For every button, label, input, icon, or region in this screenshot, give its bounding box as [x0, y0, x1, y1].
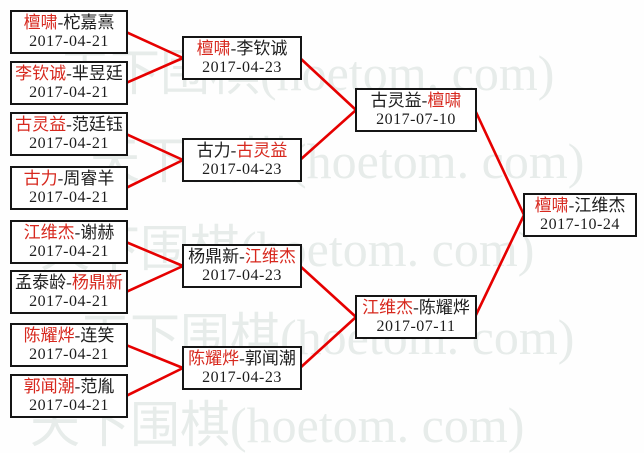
match-box-r2-4: 陈耀烨-郭闻潮 2017-04-23: [182, 346, 302, 390]
player-separator: -: [230, 141, 237, 160]
player-separator: -: [74, 326, 81, 345]
match-date: 2017-04-21: [29, 135, 109, 152]
player-separator: -: [239, 247, 245, 266]
player-name: 檀啸: [427, 91, 462, 110]
player-name: 孟泰龄: [15, 273, 67, 292]
player-name: 江维杰: [23, 223, 75, 242]
match-date: 2017-04-21: [29, 397, 109, 414]
match-players: 江维杰-陈耀烨: [362, 298, 470, 317]
player-name: 檀啸: [196, 39, 231, 58]
match-players: 檀啸-李钦诚: [197, 39, 288, 58]
match-box-r1-6: 孟泰龄-杨鼎新 2017-04-21: [10, 270, 128, 314]
match-box-sf-1: 古灵益-檀啸 2017-07-10: [355, 88, 477, 132]
match-players: 古力-古灵益: [197, 141, 288, 160]
match-box-r1-1: 檀啸-柁嘉熹 2017-04-21: [10, 10, 128, 54]
player-name: 杨鼎新: [188, 247, 240, 266]
match-box-r2-2: 古力-古灵益 2017-04-23: [182, 138, 302, 182]
player-name: 周睿羊: [63, 169, 115, 188]
player-name: 郭闻潮: [244, 349, 296, 368]
player-name: 陈耀烨: [418, 298, 470, 317]
match-box-r1-5: 江维杰-谢赫 2017-04-21: [10, 220, 128, 264]
match-box-final: 檀啸-江维杰 2017-10-24: [523, 193, 637, 237]
player-name: 檀啸: [23, 13, 58, 32]
match-players: 檀啸-柁嘉熹: [24, 13, 115, 32]
player-separator: -: [74, 223, 81, 242]
player-separator: -: [421, 91, 428, 110]
match-box-r1-8: 郭闻潮-范胤 2017-04-21: [10, 374, 128, 418]
match-box-r1-2: 李钦诚-芈昱廷 2017-04-21: [10, 61, 128, 105]
player-name: 古灵益: [236, 141, 288, 160]
player-separator: -: [66, 115, 72, 134]
match-players: 郭闻潮-范胤: [24, 377, 115, 396]
match-players: 孟泰龄-杨鼎新: [15, 273, 123, 292]
match-date: 2017-04-21: [29, 33, 109, 50]
player-name: 李钦诚: [15, 64, 67, 83]
player-name: 江维杰: [244, 247, 296, 266]
match-date: 2017-04-21: [29, 293, 109, 310]
player-separator: -: [568, 196, 575, 215]
player-separator: -: [66, 273, 72, 292]
player-name: 古灵益: [15, 115, 67, 134]
player-name: 江维杰: [574, 196, 626, 215]
match-players: 杨鼎新-江维杰: [188, 247, 296, 266]
player-name: 古力: [23, 169, 58, 188]
match-box-r1-4: 古力-周睿羊 2017-04-21: [10, 166, 128, 210]
match-box-sf-2: 江维杰-陈耀烨 2017-07-11: [355, 295, 477, 339]
watermark-text: 天下围棋(hoetom. com): [80, 309, 575, 365]
match-players: 陈耀烨-郭闻潮: [188, 349, 296, 368]
player-separator: -: [239, 349, 245, 368]
match-box-r1-7: 陈耀烨-连笑 2017-04-21: [10, 323, 128, 367]
match-players: 陈耀烨-连笑: [24, 326, 115, 345]
match-box-r1-3: 古灵益-范廷钰 2017-04-21: [10, 112, 128, 156]
player-separator: -: [230, 39, 237, 58]
player-name: 江维杰: [362, 298, 414, 317]
match-date: 2017-04-23: [202, 59, 282, 76]
match-players: 李钦诚-芈昱廷: [15, 64, 123, 83]
player-name: 古力: [196, 141, 231, 160]
match-box-r2-3: 杨鼎新-江维杰 2017-04-23: [182, 244, 302, 288]
player-name: 范廷钰: [71, 115, 123, 134]
connector-line: [124, 30, 185, 85]
player-name: 陈耀烨: [23, 326, 75, 345]
watermark-text: 天下围棋(hoetom. com): [90, 133, 585, 189]
match-date: 2017-04-23: [202, 161, 282, 178]
match-box-r2-1: 檀啸-李钦诚 2017-04-23: [182, 36, 302, 80]
connector-line: [124, 132, 185, 190]
match-players: 檀啸-江维杰: [535, 196, 626, 215]
match-date: 2017-07-11: [376, 318, 456, 335]
connector-line: [298, 56, 358, 162]
connector-line: [473, 108, 526, 319]
player-separator: -: [413, 298, 419, 317]
player-name: 李钦诚: [236, 39, 288, 58]
match-date: 2017-04-21: [29, 189, 109, 206]
player-name: 芈昱廷: [71, 64, 123, 83]
player-name: 郭闻潮: [23, 377, 75, 396]
match-players: 古灵益-檀啸: [371, 91, 462, 110]
match-date: 2017-07-10: [376, 111, 456, 128]
match-date: 2017-04-23: [202, 267, 282, 284]
player-name: 檀啸: [534, 196, 569, 215]
player-name: 连笑: [80, 326, 115, 345]
match-players: 古力-周睿羊: [24, 169, 115, 188]
connector-line: [124, 240, 185, 294]
match-date: 2017-04-21: [29, 346, 109, 363]
match-players: 古灵益-范廷钰: [15, 115, 123, 134]
player-name: 谢赫: [80, 223, 115, 242]
match-date: 2017-04-21: [29, 84, 109, 101]
match-date: 2017-04-21: [29, 243, 109, 260]
player-name: 柁嘉熹: [63, 13, 115, 32]
player-name: 古灵益: [370, 91, 422, 110]
player-name: 陈耀烨: [188, 349, 240, 368]
match-date: 2017-10-24: [540, 216, 620, 233]
match-date: 2017-04-23: [202, 369, 282, 386]
player-separator: -: [66, 64, 72, 83]
player-separator: -: [57, 169, 64, 188]
player-separator: -: [74, 377, 81, 396]
player-name: 杨鼎新: [71, 273, 123, 292]
player-separator: -: [57, 13, 64, 32]
connector-line: [298, 264, 358, 370]
connector-line: [124, 343, 185, 398]
player-name: 范胤: [80, 377, 115, 396]
match-players: 江维杰-谢赫: [24, 223, 115, 242]
